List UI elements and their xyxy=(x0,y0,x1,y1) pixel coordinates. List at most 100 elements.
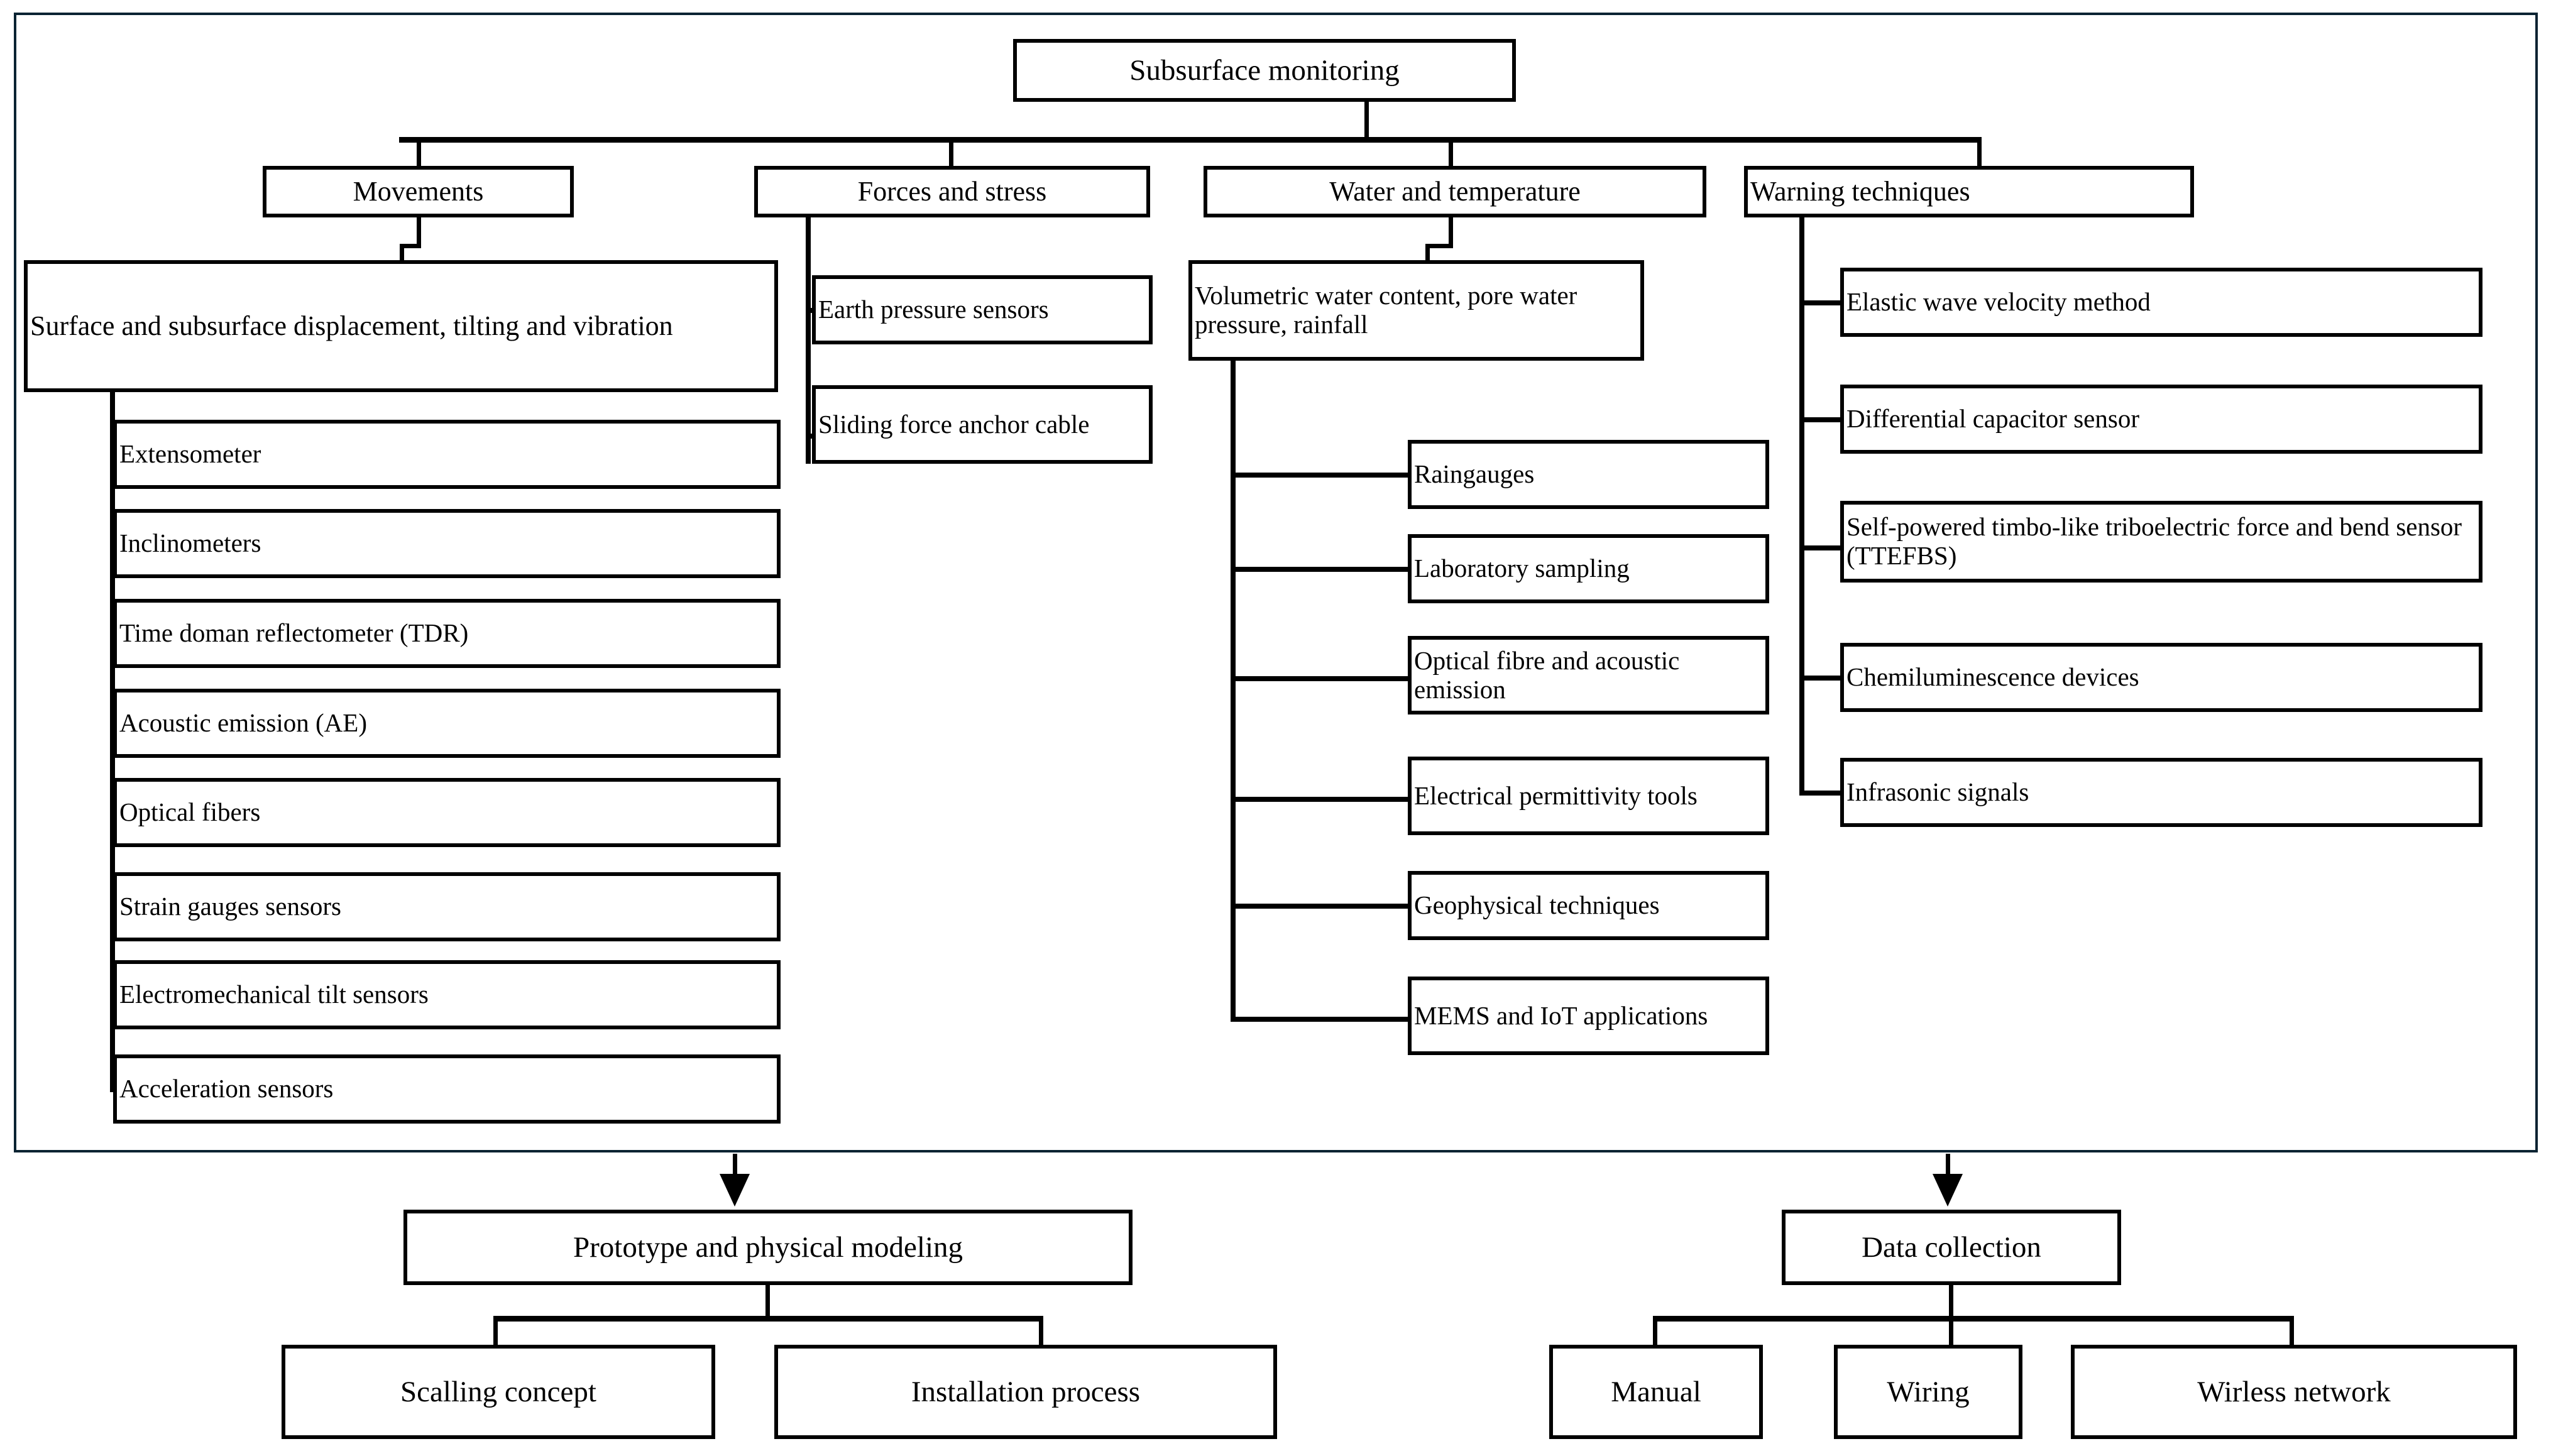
connector-prototype-to-scalling xyxy=(493,1318,498,1349)
connector-water-spine xyxy=(1231,361,1236,1021)
node-warning-techniques-label: Warning techniques xyxy=(1750,176,1970,207)
connector-data-collection-bus xyxy=(1653,1316,2294,1322)
node-movement-item-label: Electromechanical tilt sensors xyxy=(119,980,429,1009)
node-subsurface-monitoring-label: Subsurface monitoring xyxy=(1129,53,1400,87)
node-movements-group[interactable]: Surface and subsurface displacement, til… xyxy=(24,260,778,392)
connector-stub-water-5 xyxy=(1231,1017,1413,1022)
node-manual[interactable]: Manual xyxy=(1549,1345,1763,1439)
node-forces-and-stress[interactable]: Forces and stress xyxy=(754,166,1150,217)
node-movement-item-extensometer[interactable]: Extensometer xyxy=(113,420,781,489)
connector-stub-warning-3 xyxy=(1799,676,1845,681)
node-movements-group-label: Surface and subsurface displacement, til… xyxy=(30,310,673,342)
node-warning-item-ttefbs[interactable]: Self-powered timbo-like triboelectric fo… xyxy=(1840,501,2482,583)
connector-stub-water-2 xyxy=(1231,676,1413,681)
node-movement-item-acceleration-sensors[interactable]: Acceleration sensors xyxy=(113,1054,781,1124)
node-prototype-and-physical-modeling[interactable]: Prototype and physical modeling xyxy=(403,1210,1133,1285)
connector-data-collection-stem xyxy=(1949,1285,1953,1319)
node-warning-item-differential-capacitor[interactable]: Differential capacitor sensor xyxy=(1840,385,2482,454)
monitoring-section-frame xyxy=(14,13,2538,1152)
node-data-collection[interactable]: Data collection xyxy=(1782,1210,2121,1285)
node-movement-item-tilt-sensors[interactable]: Electromechanical tilt sensors xyxy=(113,960,781,1029)
node-movement-item-optical-fibers[interactable]: Optical fibers xyxy=(113,778,781,847)
connector-water-elbow xyxy=(1425,244,1453,248)
node-water-item-label: MEMS and IoT applications xyxy=(1414,1000,1708,1030)
node-installation-process[interactable]: Installation process xyxy=(774,1345,1277,1439)
node-water-and-temperature-label: Water and temperature xyxy=(1329,176,1581,207)
node-wirless-network-label: Wirless network xyxy=(2197,1375,2391,1408)
node-movements-label: Movements xyxy=(353,176,484,207)
node-water-group-label: Volumetric water content, pore water pre… xyxy=(1195,281,1577,339)
connector-bus-to-warning xyxy=(1977,140,1982,170)
node-warning-item-infrasonic-signals[interactable]: Infrasonic signals xyxy=(1840,758,2482,827)
connector-stub-water-1 xyxy=(1231,567,1413,572)
connector-stub-warning-0 xyxy=(1799,300,1845,305)
node-movements[interactable]: Movements xyxy=(263,166,574,217)
node-movement-item-label: Optical fibers xyxy=(119,797,261,827)
connector-stub-warning-1 xyxy=(1799,417,1845,422)
connector-frame-to-prototype xyxy=(733,1154,737,1179)
node-movement-item-tdr[interactable]: Time doman reflectometer (TDR) xyxy=(113,599,781,668)
node-movement-item-label: Time doman reflectometer (TDR) xyxy=(119,618,469,648)
node-warning-item-label: Differential capacitor sensor xyxy=(1846,404,2139,434)
connector-prototype-bus xyxy=(493,1316,1043,1322)
connector-data-to-manual xyxy=(1653,1318,1657,1349)
node-movement-item-strain-gauges[interactable]: Strain gauges sensors xyxy=(113,872,781,941)
node-water-item-laboratory-sampling[interactable]: Laboratory sampling xyxy=(1408,534,1769,603)
connector-stub-water-4 xyxy=(1231,904,1413,909)
connector-movements-elbow xyxy=(400,244,421,248)
node-water-item-mems-iot[interactable]: MEMS and IoT applications xyxy=(1408,977,1769,1055)
node-data-collection-label: Data collection xyxy=(1862,1230,2041,1264)
node-manual-label: Manual xyxy=(1611,1375,1701,1408)
node-movement-item-label: Extensometer xyxy=(119,439,261,469)
connector-root-stem xyxy=(1364,102,1369,140)
node-warning-item-label: Elastic wave velocity method xyxy=(1846,287,2151,317)
node-water-item-label: Geophysical techniques xyxy=(1414,890,1660,920)
connector-movements-spine xyxy=(110,392,115,1092)
connector-stub-warning-4 xyxy=(1799,791,1845,796)
connector-movements-stem-a xyxy=(417,217,421,246)
connector-frame-to-data-collection xyxy=(1946,1154,1950,1179)
node-scalling-concept[interactable]: Scalling concept xyxy=(282,1345,715,1439)
connector-prototype-to-installation xyxy=(1039,1318,1043,1349)
node-warning-techniques[interactable]: Warning techniques xyxy=(1744,166,2194,217)
arrow-down-prototype xyxy=(720,1174,750,1207)
node-force-item-label: Sliding force anchor cable xyxy=(818,409,1090,439)
connector-stub-water-3 xyxy=(1231,797,1413,802)
connector-data-to-wireless xyxy=(2290,1318,2294,1349)
node-force-item-label: Earth pressure sensors xyxy=(818,295,1049,324)
node-water-item-optical-fibre-acoustic[interactable]: Optical fibre and acoustic emission xyxy=(1408,636,1769,714)
node-movement-item-label: Acoustic emission (AE) xyxy=(119,708,367,738)
node-wiring[interactable]: Wiring xyxy=(1834,1345,2022,1439)
node-water-item-label: Electrical permittivity tools xyxy=(1414,780,1698,810)
connector-water-stem-b xyxy=(1425,246,1430,270)
node-wiring-label: Wiring xyxy=(1887,1375,1970,1408)
connector-movements-stem-b xyxy=(400,246,404,270)
node-movement-item-acoustic-emission[interactable]: Acoustic emission (AE) xyxy=(113,689,781,758)
connector-data-to-wiring xyxy=(1949,1318,1953,1349)
node-force-item-sliding-force-anchor-cable[interactable]: Sliding force anchor cable xyxy=(812,385,1153,464)
node-installation-process-label: Installation process xyxy=(911,1375,1141,1408)
connector-forces-spine xyxy=(806,217,811,464)
node-warning-item-elastic-wave[interactable]: Elastic wave velocity method xyxy=(1840,268,2482,337)
node-water-item-raingauges[interactable]: Raingauges xyxy=(1408,440,1769,509)
node-water-item-label: Raingauges xyxy=(1414,459,1535,489)
connector-prototype-stem xyxy=(765,1285,770,1319)
node-water-and-temperature[interactable]: Water and temperature xyxy=(1204,166,1706,217)
connector-root-bus xyxy=(399,137,1982,143)
node-water-item-geophysical-techniques[interactable]: Geophysical techniques xyxy=(1408,871,1769,940)
connector-bus-to-water xyxy=(1449,140,1453,170)
node-water-item-label: Optical fibre and acoustic emission xyxy=(1414,645,1680,704)
connector-stub-water-0 xyxy=(1231,473,1413,478)
node-water-item-electrical-permittivity[interactable]: Electrical permittivity tools xyxy=(1408,757,1769,835)
node-force-item-earth-pressure-sensors[interactable]: Earth pressure sensors xyxy=(812,275,1153,344)
node-movement-item-label: Strain gauges sensors xyxy=(119,892,342,921)
node-wirless-network[interactable]: Wirless network xyxy=(2071,1345,2517,1439)
node-water-group[interactable]: Volumetric water content, pore water pre… xyxy=(1188,260,1644,361)
node-movement-item-inclinometers[interactable]: Inclinometers xyxy=(113,509,781,578)
node-warning-item-chemiluminescence[interactable]: Chemiluminescence devices xyxy=(1840,643,2482,712)
node-forces-and-stress-label: Forces and stress xyxy=(857,176,1047,207)
connector-stub-warning-2 xyxy=(1799,545,1845,550)
node-subsurface-monitoring[interactable]: Subsurface monitoring xyxy=(1013,39,1516,102)
node-warning-item-label: Self-powered timbo-like triboelectric fo… xyxy=(1846,512,2462,570)
